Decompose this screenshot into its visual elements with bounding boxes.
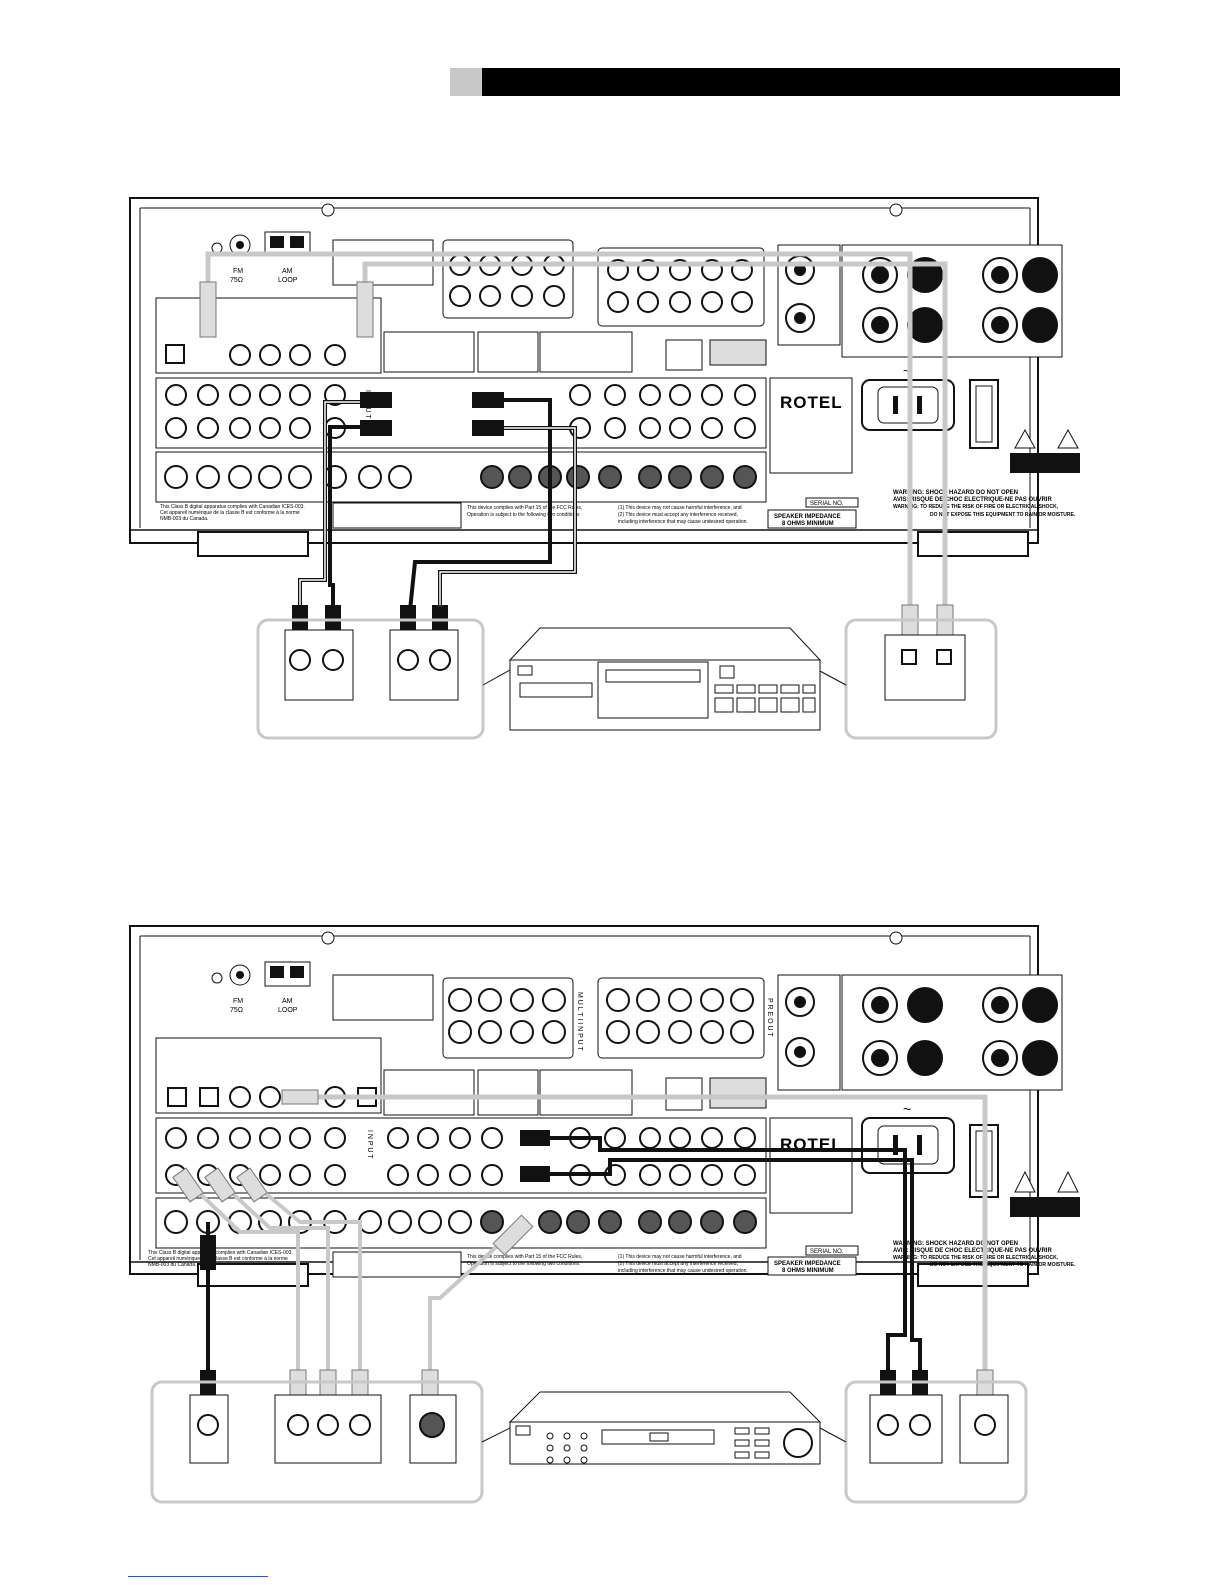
fcc-notice-2: Operation is subject to the following tw… [467,1261,580,1267]
serial-label: SERIAL NO. [810,1249,844,1255]
header-tab-marker [450,68,482,96]
warning-text-2: AVIS: RISQUE DE CHOC ELECTRIQUE-NE PAS O… [893,1248,1052,1254]
caution-icon [1057,1170,1079,1193]
fcc-notice-2: Operation is subject to the following tw… [467,512,580,518]
ac-symbol: ~ [903,364,910,378]
caution-icon [1057,428,1079,449]
am-label: AM [282,268,293,275]
fm-label: FM [233,998,243,1005]
warning-text-3: WARNING: TO REDUCE THE RISK OF FIRE OR E… [893,1255,1059,1261]
fm-ohm-label: 75Ω [230,1007,243,1014]
am-loop-label: LOOP [278,1007,298,1014]
fcc-notice-1: This device complies with Part 15 of the… [467,505,582,511]
shock-warning-icon [1014,428,1036,449]
am-loop-label: LOOP [278,277,298,284]
fcc-condition-1: (1) This device may not cause harmful in… [618,1254,742,1260]
shock-warning-icon [1014,1170,1036,1193]
canada-notice-2: Cet appareil numérique de la classe B es… [160,510,300,516]
impedance-label-2: 8 OHMS MINIMUM [782,521,834,527]
diagram-tape-connection: FM 75Ω AM LOOP [0,190,1225,750]
canada-notice-1: This Class B digital apparatus complies … [148,1250,293,1256]
footer-link-underline [128,1576,268,1577]
impedance-label-2: 8 OHMS MINIMUM [782,1268,834,1274]
warning-text-3: WARNING: TO REDUCE THE RISK OF FIRE OR E… [893,504,1059,510]
canada-notice-2: Cet appareil numérique de la classe B es… [148,1256,288,1262]
ground-screw-icon [211,972,223,984]
ac-symbol: ~ [903,1101,911,1117]
rotel-logo: ROTEL [780,393,843,412]
impedance-label-1: SPEAKER IMPEDANCE [774,514,841,520]
optical-plug [199,281,217,338]
warning-text-2: AVIS: RISQUE DE CHOC ELECTRIQUE-NE PAS O… [893,497,1052,503]
cassette-deck [482,627,847,731]
warning-text-1: WARNING: SHOCK HAZARD DO NOT OPEN [893,490,1018,496]
multi-input-label: M U L T I I N P U T [576,992,583,1051]
fcc-condition-3: including interference that may cause un… [618,1268,748,1274]
serial-label: SERIAL NO. [810,501,844,507]
canada-notice-3: NMB-003 du Canada. [148,1262,196,1268]
canada-notice-1: This Class B digital apparatus complies … [160,504,305,510]
fcc-notice-1: This device complies with Part 15 of the… [467,1254,582,1260]
header-bar [482,68,1120,96]
impedance-label-1: SPEAKER IMPEDANCE [774,1261,841,1267]
canada-notice-3: NMB-003 du Canada. [160,516,208,522]
dvd-player [481,1391,847,1465]
fcc-condition-1: (1) This device may not cause harmful in… [618,505,742,511]
diagram-dvd-connection: FM 75Ω AM LOOP M U L T I I N P U T P R E… [0,920,1225,1520]
input-vertical-label: I N P U T [366,1130,373,1159]
optical-plug [356,281,374,338]
fcc-condition-2: (2) This device must accept any interfer… [618,1261,738,1267]
warning-text-4: DO NOT EXPOSE THIS EQUIPMENT TO RAIN OR … [930,1262,1076,1268]
fm-label: FM [233,268,243,275]
fcc-condition-3: including interference that may cause un… [618,519,748,525]
warning-text-1: WARNING: SHOCK HAZARD DO NOT OPEN [893,1241,1018,1247]
am-label: AM [282,998,293,1005]
fcc-condition-2: (2) This device must accept any interfer… [618,512,738,518]
warning-text-4: DO NOT EXPOSE THIS EQUIPMENT TO RAIN OR … [930,512,1076,518]
fm-ohm-label: 75Ω [230,277,243,284]
pre-out-label: P R E O U T [766,998,773,1037]
